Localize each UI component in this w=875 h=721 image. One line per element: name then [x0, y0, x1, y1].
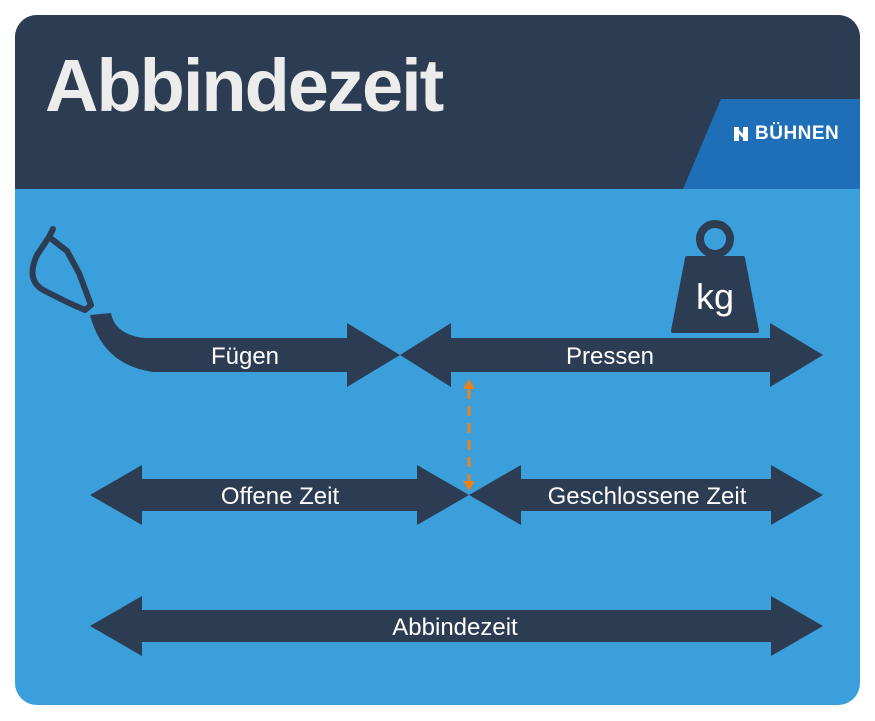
- brand-mark-icon: [734, 127, 748, 141]
- arrow-offene-zeit-label: Offene Zeit: [221, 483, 340, 510]
- arrow-pressen-label: Pressen: [566, 343, 654, 370]
- process-diagram: kg Fügen Pressen Offene Zeit Geschlossen…: [29, 220, 823, 656]
- arrow-abbindezeit-label: Abbindezeit: [392, 614, 518, 641]
- time-transition-connector: [463, 379, 475, 491]
- weight-icon: kg: [671, 220, 759, 333]
- infographic-card: Abbindezeit BÜHNEN kg Fügen: [15, 15, 860, 705]
- brand-name: BÜHNEN: [755, 123, 840, 144]
- page-title: Abbindezeit: [45, 44, 444, 127]
- arrow-geschlossene-zeit-label: Geschlossene Zeit: [548, 483, 747, 510]
- arrow-abbindezeit: Abbindezeit: [90, 596, 823, 656]
- arrow-fuegen: Fügen: [90, 313, 400, 387]
- arrow-offene-zeit: Offene Zeit: [90, 465, 469, 525]
- weight-unit-label: kg: [696, 276, 734, 317]
- brand-band: [683, 99, 860, 189]
- arrow-geschlossene-zeit: Geschlossene Zeit: [469, 465, 823, 525]
- brand-logo: BÜHNEN: [733, 123, 839, 145]
- glue-bottle-icon: [29, 226, 94, 313]
- header-bar: Abbindezeit: [15, 15, 860, 189]
- arrow-pressen: Pressen: [400, 323, 823, 387]
- arrow-fuegen-label: Fügen: [211, 343, 279, 370]
